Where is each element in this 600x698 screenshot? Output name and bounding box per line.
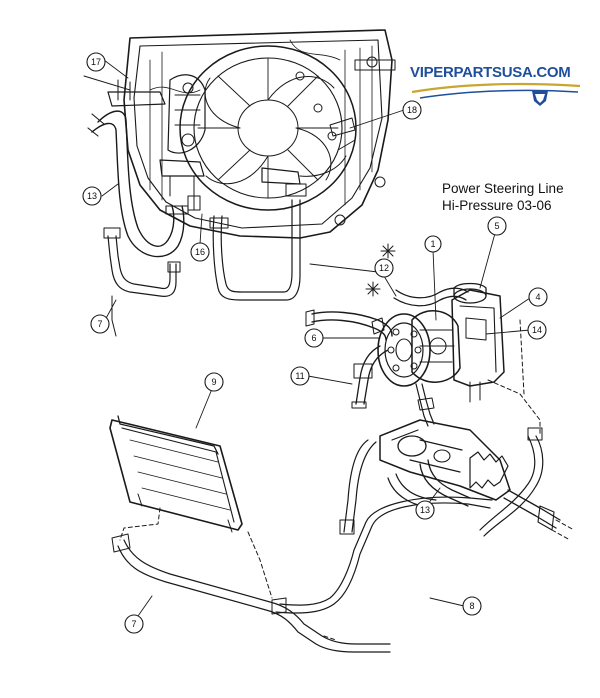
- line-16: [209, 183, 307, 301]
- callout-label: 7: [97, 319, 102, 329]
- callout-label: 9: [211, 377, 216, 387]
- callout-label: 17: [91, 57, 101, 67]
- callout-label: 13: [87, 191, 97, 201]
- shield-icon: [532, 91, 548, 106]
- line-7-upper: [103, 227, 181, 337]
- callout-7-lower: 7: [124, 614, 144, 634]
- callout-16: 16: [190, 242, 210, 262]
- callout-11: 11: [290, 366, 310, 386]
- lines-7-8-lower: [111, 496, 493, 653]
- hose-13-upper: [87, 110, 189, 258]
- callout-label: 4: [535, 292, 540, 302]
- callout-9: 9: [204, 372, 224, 392]
- steering-gear: [339, 419, 575, 541]
- callout-18: 18: [402, 100, 422, 120]
- callout-7-upper: 7: [90, 314, 110, 334]
- callout-label: 11: [295, 371, 304, 381]
- callout-4: 4: [528, 287, 548, 307]
- callout-label: 13: [420, 505, 430, 515]
- callout-label: 5: [494, 221, 499, 231]
- callout-label: 18: [407, 105, 417, 115]
- callout-label: 7: [131, 619, 136, 629]
- callout-14: 14: [527, 320, 547, 340]
- viperpartsusa-logo: VIPERPARTSUSA.COM: [410, 62, 590, 122]
- callout-8: 8: [462, 596, 482, 616]
- logo-swoosh: [411, 82, 581, 99]
- logo-text: VIPERPARTSUSA.COM: [410, 64, 571, 81]
- power-steering-pump-assembly: [305, 282, 541, 437]
- leader-lines: [101, 59, 531, 617]
- callout-6: 6: [304, 328, 324, 348]
- caption-line-2: Hi-Pressure 03-06: [442, 198, 552, 213]
- callout-5: 5: [487, 216, 507, 236]
- diagram-caption: Power Steering Line Hi-Pressure 03-06: [442, 180, 564, 214]
- caption-line-1: Power Steering Line: [442, 181, 564, 196]
- callout-17: 17: [86, 52, 106, 72]
- cooler-9: [109, 415, 243, 541]
- asterisk-marks: [365, 243, 396, 297]
- callout-label: 6: [311, 333, 316, 343]
- callout-label: 16: [195, 247, 205, 257]
- callout-label: 12: [379, 263, 389, 273]
- callout-13-lower: 13: [415, 500, 435, 520]
- callout-label: 1: [430, 239, 435, 249]
- callout-label: 14: [532, 325, 542, 335]
- radiator-fan-assembly: [83, 29, 396, 239]
- callout-1: 1: [424, 235, 442, 253]
- callout-12: 12: [374, 258, 394, 278]
- callout-label: 8: [469, 601, 474, 611]
- callout-13-upper: 13: [82, 186, 102, 206]
